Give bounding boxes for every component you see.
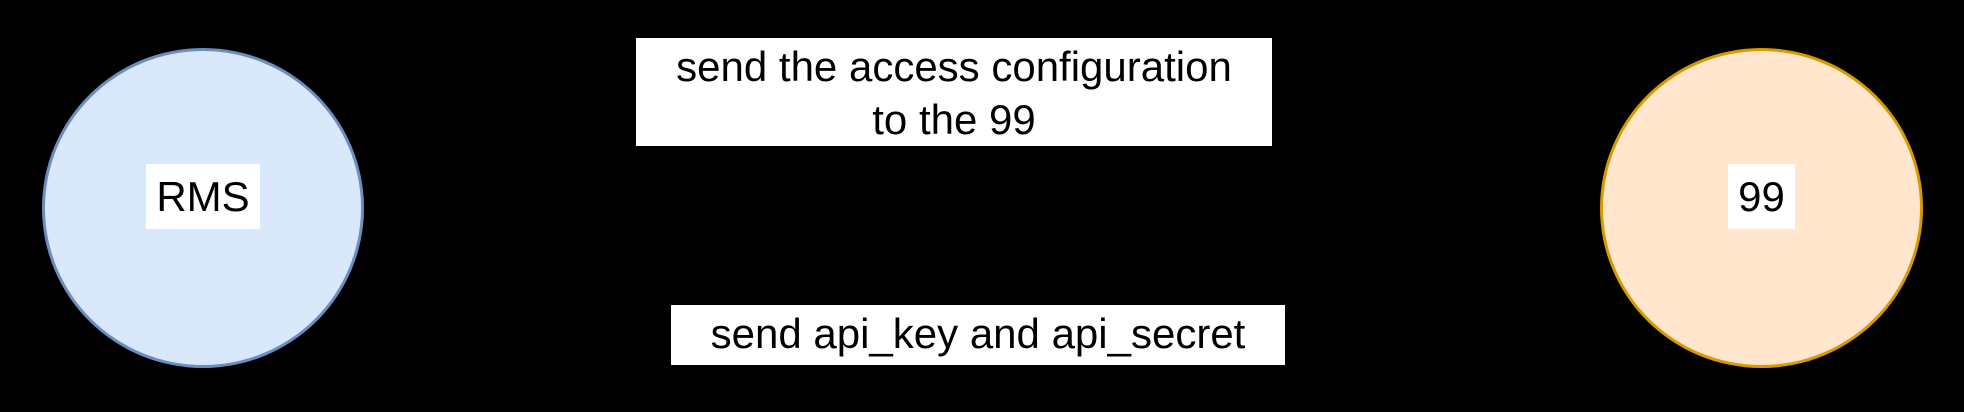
ninety-nine-node: 99 — [1600, 48, 1923, 368]
ninety-nine-node-label: 99 — [1728, 163, 1795, 229]
rms-node: RMS — [42, 48, 364, 368]
rms-node-label: RMS — [146, 163, 260, 229]
message-api-key-secret: send api_key and api_secret — [671, 305, 1285, 365]
message-access-configuration: send the access configuration to the 99 — [636, 38, 1272, 146]
